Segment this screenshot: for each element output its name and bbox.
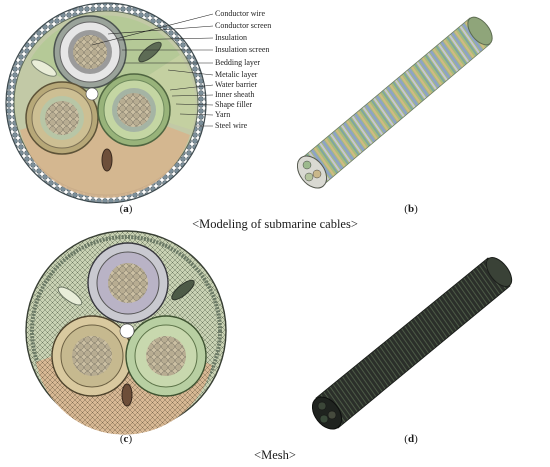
mesh-core-right bbox=[125, 315, 207, 397]
filler-leaf-1 bbox=[31, 59, 57, 77]
caption-mesh: <Mesh> bbox=[254, 448, 296, 462]
callout-metalic-layer: Metalic layer bbox=[215, 70, 258, 79]
callout-steel-wire: Steel wire bbox=[215, 121, 248, 130]
panel-label-a: (a) bbox=[119, 203, 133, 215]
mesh-core-left bbox=[51, 315, 133, 397]
cross-section-a bbox=[5, 2, 207, 204]
leader-lines bbox=[91, 13, 214, 127]
callout-conductor-wire: Conductor wire bbox=[215, 9, 265, 18]
callout-inner-sheath: Inner sheath bbox=[215, 90, 255, 99]
callout-insulation-screen: Insulation screen bbox=[215, 45, 270, 54]
callout-yarn: Yarn bbox=[215, 110, 231, 119]
mesh-model-d bbox=[311, 257, 513, 430]
filler-leaf-2 bbox=[138, 41, 162, 63]
panel-label-b: (b) bbox=[404, 203, 418, 215]
callout-conductor-screen: Conductor screen bbox=[215, 21, 272, 30]
callout-shape-filler: Shape filler bbox=[215, 100, 253, 109]
mesh-core-top bbox=[87, 242, 169, 324]
core-right bbox=[97, 73, 171, 147]
filler-leaf-3 bbox=[101, 148, 113, 172]
callout-water-barrier: Water barrier bbox=[215, 80, 258, 89]
panel-label-c: (c) bbox=[119, 433, 133, 445]
core-top bbox=[53, 15, 127, 89]
callout-insulation: Insulation bbox=[215, 33, 247, 42]
center-void bbox=[85, 87, 99, 101]
cable-model-b bbox=[296, 16, 493, 189]
callout-bedding-layer: Bedding layer bbox=[215, 58, 261, 67]
panel-label-d: (d) bbox=[404, 433, 418, 445]
caption-modeling: <Modeling of submarine cables> bbox=[192, 217, 358, 231]
mesh-section-c bbox=[25, 230, 227, 435]
core-left bbox=[25, 81, 99, 155]
